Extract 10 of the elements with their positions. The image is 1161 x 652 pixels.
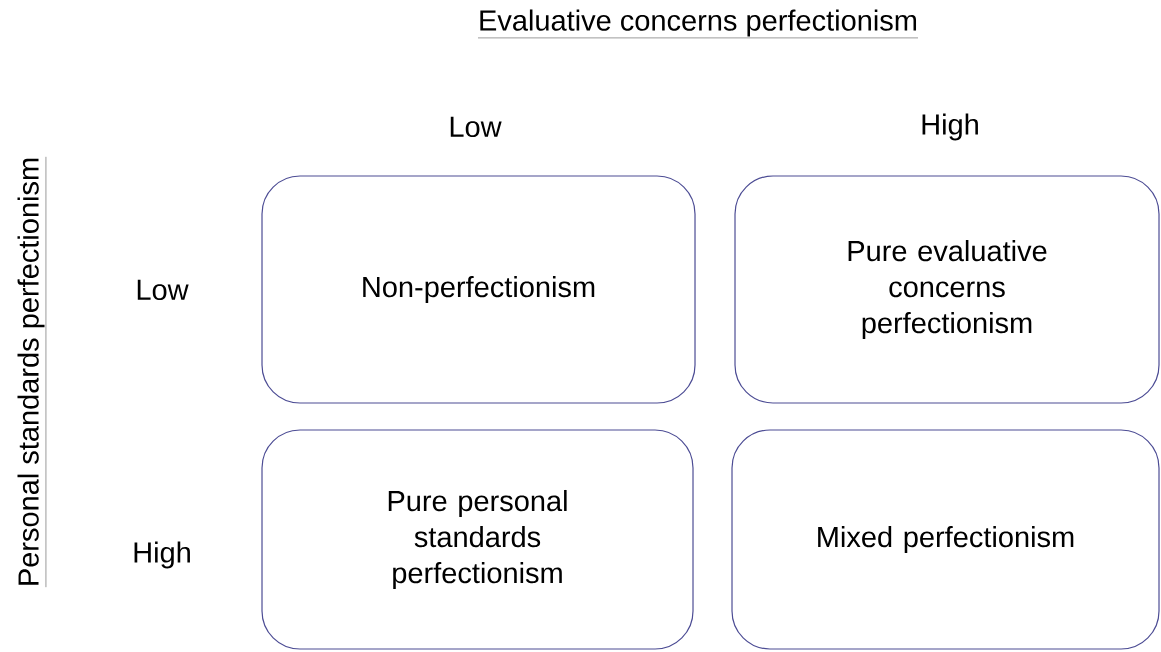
heading: Evaluative concerns perfectionism xyxy=(477,9,919,39)
level-label: High xyxy=(134,541,190,569)
level-label: Low xyxy=(450,116,502,138)
axis-label: Personal standards perfectionism xyxy=(17,156,47,588)
category-box: Non-perfectionism xyxy=(261,175,696,404)
category-box: Pure personal standards perfectionism xyxy=(261,429,694,650)
category-box: Mixed perfectionism xyxy=(731,429,1160,650)
category-box: Pure evaluative concerns perfectionism xyxy=(734,175,1160,404)
level-label: High xyxy=(922,113,978,141)
level-label: Low xyxy=(137,279,189,301)
